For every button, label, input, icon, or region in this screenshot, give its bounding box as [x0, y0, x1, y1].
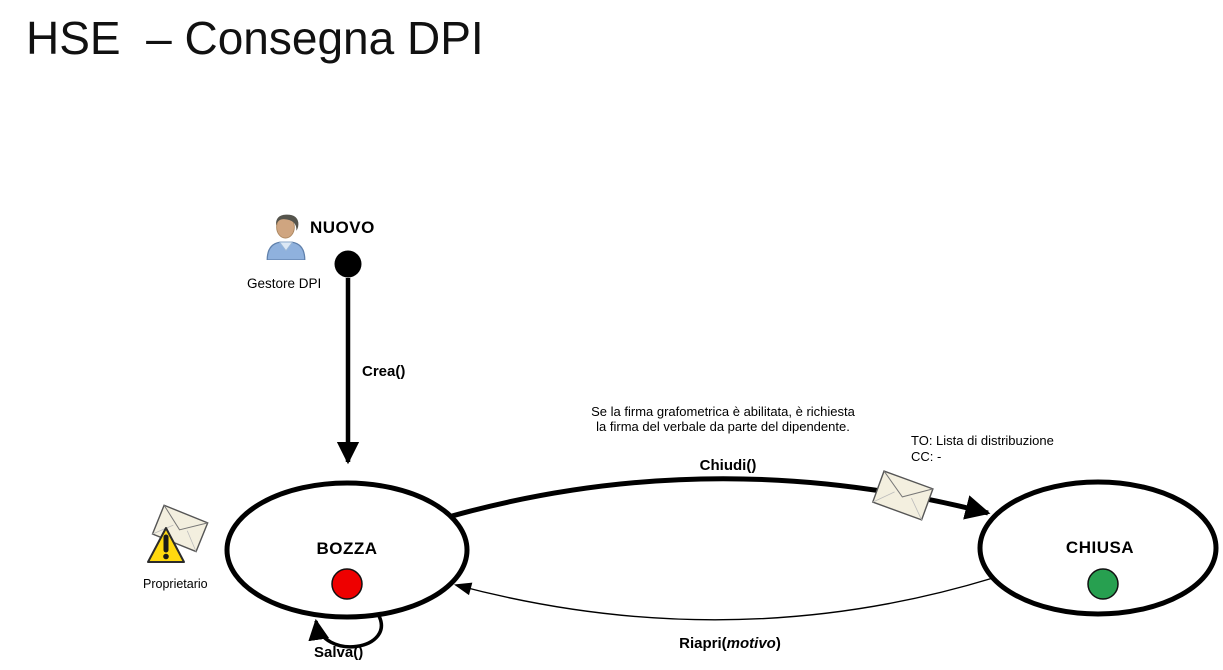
mail-recipients-note: TO: Lista di distribuzione CC: -: [911, 433, 1054, 464]
chiudi-note-line1: Se la firma grafometrica è abilitata, è …: [591, 404, 855, 419]
riapri-prefix: Riapri(: [679, 635, 727, 652]
chiudi-note: Se la firma grafometrica è abilitata, è …: [591, 404, 855, 434]
actor-proprietario-label: Proprietario: [143, 577, 208, 591]
transition-chiudi-label: Chiudi(): [699, 457, 757, 474]
chiusa-status-dot: [1087, 568, 1119, 600]
envelope-warning-icon: [147, 500, 213, 583]
mail-cc-line: CC: -: [911, 448, 942, 464]
chiudi-note-line2: la firma del verbale da parte del dipend…: [596, 419, 850, 434]
transition-riapri-arrow: [453, 577, 994, 621]
state-bozza: [224, 480, 470, 620]
state-chiusa: [977, 479, 1219, 617]
state-bozza-label: BOZZA: [316, 539, 378, 558]
mail-to-line: TO: Lista di distribuzione: [911, 433, 1054, 448]
state-chiusa-label: CHIUSA: [1065, 538, 1135, 557]
transition-salva-label: Salva(): [314, 644, 364, 661]
initial-state-dot: [334, 250, 362, 278]
transition-riapri-label: Riapri(motivo): [679, 635, 781, 652]
page-title: HSE – Consegna DPI: [26, 12, 484, 64]
transition-salva-arrow: [308, 613, 383, 649]
actor-gestore-dpi-label: Gestore DPI: [247, 276, 322, 291]
bozza-status-dot: [331, 568, 363, 600]
initial-state-label: NUOVO: [310, 218, 375, 237]
riapri-suffix: ): [775, 635, 781, 652]
riapri-param: motivo: [726, 635, 776, 652]
user-icon: [265, 212, 307, 265]
transition-crea-label: Crea(): [362, 363, 406, 380]
envelope-icon: [870, 462, 942, 543]
